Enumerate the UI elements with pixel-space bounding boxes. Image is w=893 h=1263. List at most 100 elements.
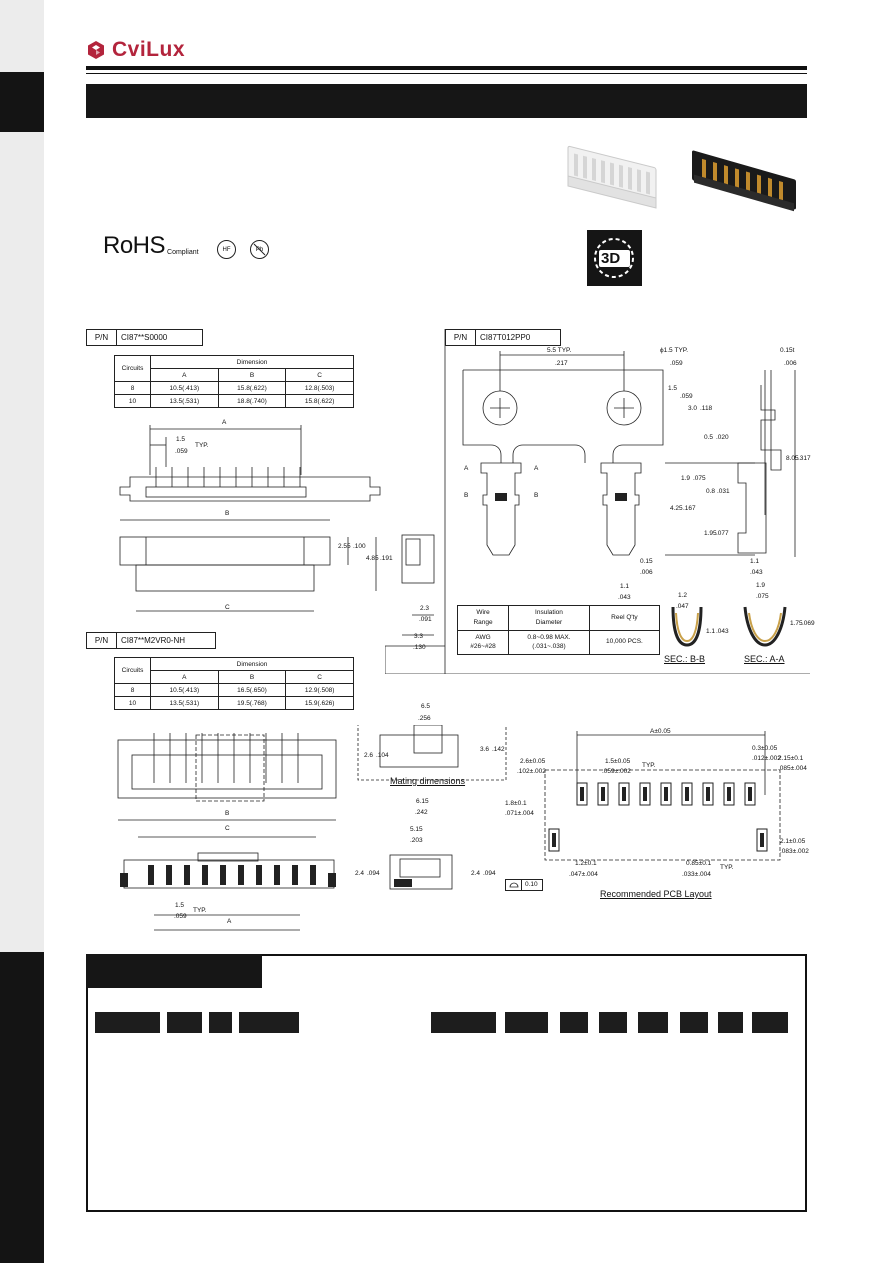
drawing-terminal [462,351,796,647]
dim-label: 0.8 [706,488,716,495]
table-header: Circuits [114,355,151,382]
3d-label: 3D [601,250,621,267]
dim-label: 3.6 [480,746,490,753]
dim-label: .043 [750,569,763,576]
dim-label: .059 [175,448,188,455]
dim-label: .242 [415,809,428,816]
dim-label: 0.5 [704,434,714,441]
dim-label: TYP. [720,864,734,871]
dim-label: 2.3 [420,605,430,612]
dim-label: 2.6 [364,752,374,759]
dim-label: B [225,510,230,517]
dim-label: .118 [700,405,713,412]
section-aa-caption: SEC.: A-A [744,654,785,664]
table-header: C [285,670,354,684]
rohs-badge: RoHS Compliant [103,234,199,258]
dim-label: .094 [367,870,380,877]
code-block [209,1012,232,1033]
dim-label: 1.1 [620,583,630,590]
section-mark: B [534,492,539,499]
dim-label: 2.1±0.05 [780,838,806,845]
dim-label: 6.15 [416,798,429,805]
section-mark: A [534,465,539,472]
dimension-table-s0000: Circuits Dimension A B C 8 10.5(.413) 15… [114,355,354,408]
dim-label: .130 [413,644,426,651]
dim-label: 1.95 [704,530,717,537]
dim-label: A [222,419,227,426]
dim-label: 3.3 [414,633,424,640]
dim-label: .217 [555,360,568,367]
dim-label: .043 [618,594,631,601]
brand-logo: CviLux [86,38,185,62]
dim-label: 2.55 [338,543,351,550]
pn-s0000: P/N CI87**S0000 [86,329,203,346]
pn-label: P/N [87,633,117,648]
ordering-frame [86,954,807,1212]
dim-label: C [225,825,230,832]
dim-label: 5.15 [410,826,423,833]
dim-label: .167 [683,505,696,512]
dim-label: .094 [483,870,496,877]
dim-label: .075 [693,475,706,482]
dim-label: .102±.002 [517,768,546,775]
header-photo [692,150,796,212]
code-block [718,1012,743,1033]
dim-label: 3.0 [688,405,698,412]
code-block [431,1012,496,1033]
table-row: 8 10.5(.413) 15.8(.622) 12.8(.503) [114,381,354,395]
dim-label: .020 [716,434,729,441]
pcb-layout [544,731,781,861]
table-header: C [285,368,354,382]
dim-label: .104 [376,752,389,759]
dim-label: .033±.004 [682,871,711,878]
3d-model-icon[interactable]: 3D [587,230,642,286]
pn-t012pp0: P/N CI87T012PP0 [445,329,561,346]
dim-label: 0.85±0.1 [686,860,712,867]
dim-label: .031 [717,488,730,495]
dim-label: .256 [418,715,431,722]
dim-label: 1.1 [750,558,760,565]
cvilux-logo-icon [88,41,104,59]
dim-label: .142 [492,746,505,753]
title-bar [86,84,807,118]
dim-label: A [227,918,232,925]
dim-label: .059 [670,360,683,367]
code-block [167,1012,202,1033]
code-block [752,1012,788,1033]
ordering-tab [86,954,262,988]
section-mark: A [464,465,469,472]
rohs-text: RoHS [103,232,166,259]
code-block [638,1012,668,1033]
section-bb-caption: SEC.: B-B [664,654,706,664]
dimension-table-m2vr0: Circuits Dimension A B C 8 10.5(.413) 16… [114,657,354,710]
dim-label: .317 [798,455,811,462]
pn-label: P/N [87,330,117,345]
dim-label: .203 [410,837,423,844]
table-header: Circuits [114,657,151,684]
table-row: 10 13.5(.531) 18.8(.740) 15.8(.622) [114,394,354,408]
dim-label: .071±.004 [505,810,534,817]
dim-label: 0.15 [640,558,653,565]
dim-label: 1.8±0.1 [505,800,527,807]
code-block [239,1012,299,1033]
pn-value: CI87**M2VR0-NH [121,636,186,645]
drawing-m2vr0 [117,725,507,931]
dim-label: ϕ1.5 TYP. [660,347,689,354]
pn-value: CI87T012PP0 [480,333,531,342]
dim-label: .059 [174,913,187,920]
dim-label: .075 [756,593,769,600]
code-block [505,1012,548,1033]
rohs-compliant: Compliant [167,249,199,256]
dim-label: 2.6±0.05 [520,758,546,765]
table-row: 10 13.5(.531) 19.5(.768) 15.9(.626) [114,696,354,710]
table-row: AWG#26~#28 0.8~0.98 MAX.(.031~.038) 10,0… [456,629,661,655]
dim-label: TYP. [193,907,207,914]
dim-label: 1.9 [681,475,691,482]
table-header: Reel Q'ty [588,605,661,631]
mating-caption: Mating dimensions [390,776,466,786]
dim-label: A±0.05 [650,728,671,735]
header-rule [86,66,807,70]
terminal-frame [385,329,810,674]
dim-label: 0.3±0.05 [752,745,778,752]
